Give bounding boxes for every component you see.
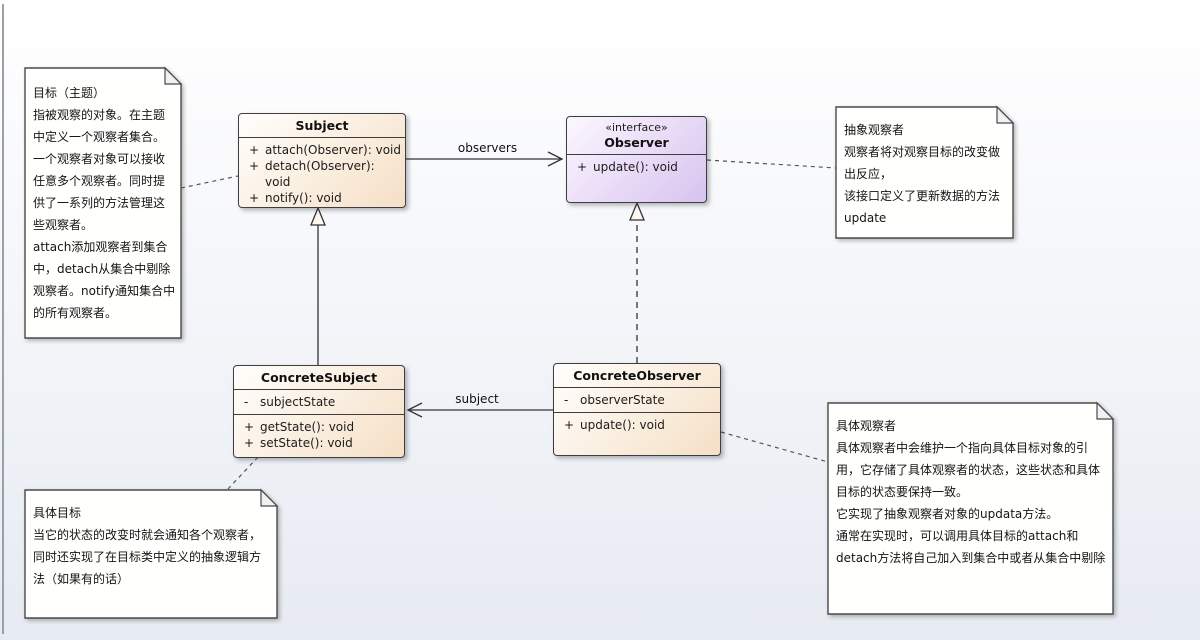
methods-compartment: +update(): void <box>554 412 720 455</box>
class-member: +update(): void <box>577 160 678 174</box>
class-name: ConcreteSubject <box>260 370 378 385</box>
note-connector-concretesubject-target <box>227 456 259 490</box>
class-name: Subject <box>295 118 349 133</box>
dog-ear-icon <box>1096 401 1115 420</box>
dog-ear-icon <box>260 488 279 507</box>
methods-compartment: +attach(Observer): void +detach(Observer… <box>239 138 405 210</box>
methods-compartment: +update(): void <box>567 155 706 202</box>
attributes-compartment: -subjectState <box>234 390 404 414</box>
attributes-compartment: -observerState <box>554 388 720 412</box>
class-concrete-observer[interactable]: ConcreteObserver -observerState +update(… <box>553 363 721 456</box>
stereotype-label: «interface» <box>605 121 668 134</box>
class-header: ConcreteSubject <box>234 366 404 390</box>
class-member: -subjectState <box>244 395 336 409</box>
class-member: -observerState <box>564 393 665 407</box>
edge-generalization-concretesubject-subject[interactable] <box>310 206 326 365</box>
edge-observers-association[interactable] <box>406 151 564 167</box>
page-left-border <box>2 4 4 634</box>
note-connector-target-subject <box>180 175 239 189</box>
class-header: ConcreteObserver <box>554 364 720 388</box>
class-name: Observer <box>604 135 669 150</box>
note-concrete-observer-text: 具体观察者 具体观察者中会维护一个指向具体目标对象的引 用，它存储了具体观察者的… <box>836 419 1106 565</box>
note-concrete-target-text: 具体目标 当它的状态的改变时就会通知各个观察者， 同时还实现了在目标类中定义的抽… <box>33 506 262 586</box>
note-target-text: 目标（主题） 指被观察的对象。在主题 中定义一个观察者集合。 一个观察者对象可以… <box>33 86 176 320</box>
note-concrete-target[interactable] <box>24 488 279 619</box>
class-header: «interface» Observer <box>567 117 706 155</box>
note-abstract-observer-text: 抽象观察者 观察者将对观察目标的改变做 出反应， 该接口定义了更新数据的方法 u… <box>844 123 1001 225</box>
methods-compartment: +getState(): void +setState(): void <box>234 414 404 457</box>
dog-ear-icon <box>164 66 183 85</box>
note-concrete-observer[interactable] <box>827 401 1115 615</box>
class-member: +attach(Observer): void <box>249 143 401 157</box>
edge-subject-association[interactable] <box>406 402 553 418</box>
class-member: +detach(Observer): void <box>249 159 375 189</box>
class-member: +update(): void <box>564 418 665 432</box>
note-abstract-observer[interactable] <box>835 105 1015 239</box>
class-header: Subject <box>239 114 405 138</box>
class-member: +notify(): void <box>249 191 342 205</box>
dog-ear-icon <box>996 105 1015 124</box>
class-member: +setState(): void <box>244 436 353 450</box>
triangle-arrowhead-icon <box>310 206 326 226</box>
interface-observer[interactable]: «interface» Observer +update(): void <box>566 116 707 203</box>
class-concrete-subject[interactable]: ConcreteSubject -subjectState +getState(… <box>233 365 405 458</box>
open-arrowhead-icon <box>406 402 423 418</box>
edge-label-subject: subject <box>455 392 499 406</box>
note-connector-concreteobserver <box>720 431 829 463</box>
note-target-subject[interactable] <box>24 66 183 339</box>
edge-label-observers: observers <box>457 141 518 155</box>
class-member: +getState(): void <box>244 420 355 434</box>
note-connector-observer-abstract <box>706 159 837 169</box>
edge-realization-concreteobserver-observer[interactable] <box>629 201 645 363</box>
open-arrowhead-icon <box>547 151 564 167</box>
class-subject[interactable]: Subject +attach(Observer): void +detach(… <box>238 113 406 208</box>
class-name: ConcreteObserver <box>573 368 701 383</box>
triangle-arrowhead-icon <box>629 201 645 221</box>
